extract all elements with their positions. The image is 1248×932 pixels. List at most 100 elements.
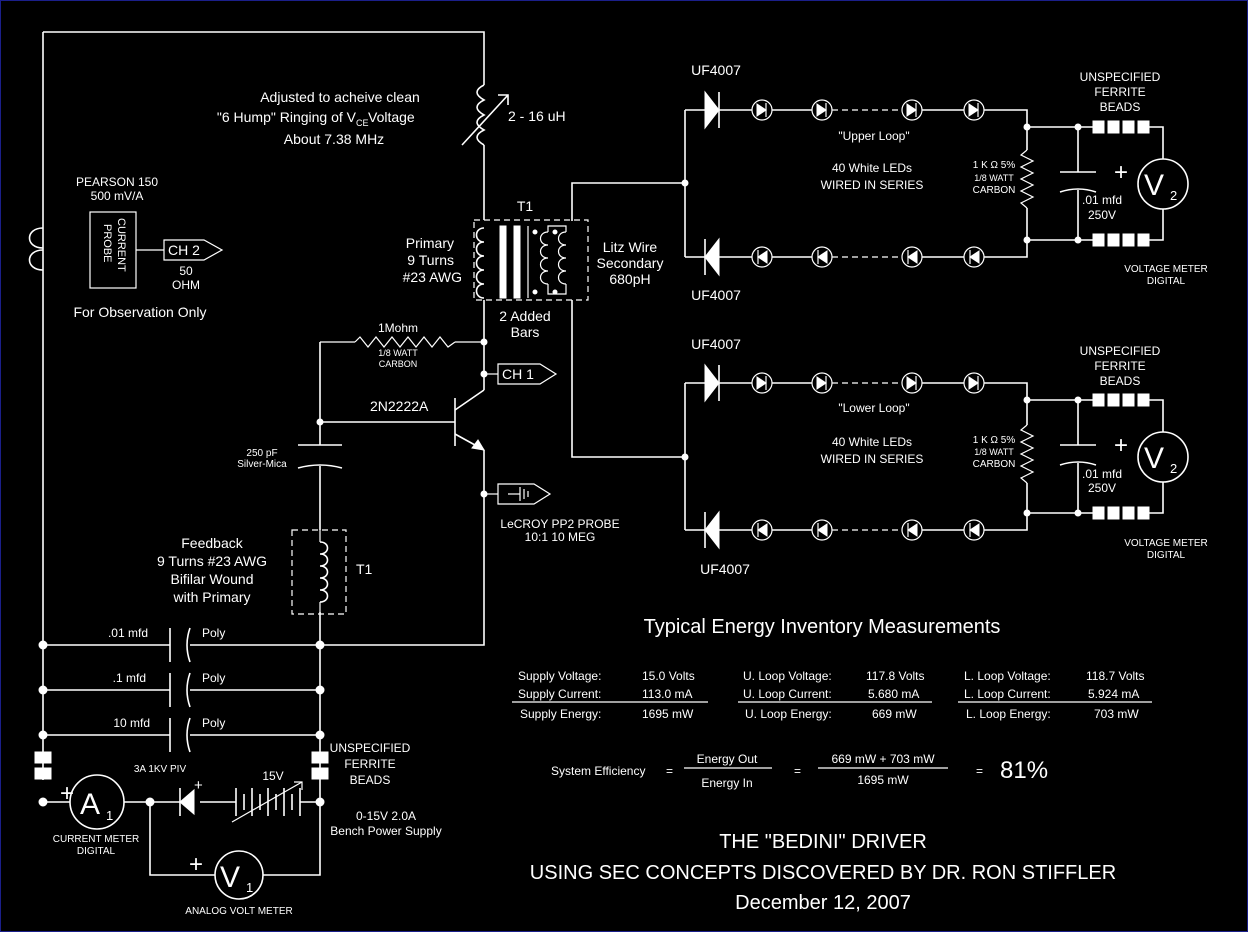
- lower-leds-label-2: WIRED IN SERIES: [821, 452, 924, 466]
- lower-loop-label: "Lower Loop": [838, 401, 909, 415]
- efficiency-eq-2: =: [794, 764, 801, 778]
- lower-loop: [704, 363, 1189, 550]
- ammeter-sub: 1: [106, 808, 113, 823]
- lower-ferrite-label-3: BEADS: [1100, 374, 1141, 388]
- cap-01-label: .01 mfd: [108, 626, 148, 640]
- lower-vm-label-2: DIGITAL: [1147, 550, 1186, 561]
- efficiency-label: System Efficiency: [551, 764, 645, 778]
- voltmeter-v1-sub: 1: [246, 880, 253, 895]
- lower-diode-top-label: UF4007: [691, 336, 741, 352]
- cap-1-type: Poly: [202, 671, 225, 685]
- inductance-label: 2 - 16 uH: [508, 108, 566, 124]
- cap-250-type: Silver-Mica: [237, 459, 287, 470]
- ferrite-label-3: BEADS: [350, 773, 391, 787]
- bypass-capacitors: [169, 627, 191, 753]
- junction-dots: [38, 179, 689, 807]
- cap-250-value: 250 pF: [246, 448, 277, 459]
- lower-res-type: CARBON: [973, 459, 1016, 470]
- efficiency-result: 81%: [1000, 757, 1048, 784]
- ammeter-a1: [69, 774, 125, 830]
- cap-1-label: .1 mfd: [113, 671, 146, 685]
- analog-meter-label: ANALOG VOLT METER: [185, 906, 292, 917]
- upper-current-name: U. Loop Current:: [743, 687, 832, 701]
- upper-measurements: U. Loop Voltage: 117.8 Volts U. Loop Cur…: [738, 669, 932, 721]
- feedback-label-4: with Primary: [172, 589, 250, 605]
- resistor-1mohm: [354, 336, 456, 348]
- upper-energy-name: U. Loop Energy:: [745, 707, 832, 721]
- supply-current-value: 113.0 mA: [642, 687, 692, 701]
- upper-meter-letter: V: [1144, 169, 1164, 202]
- adjust-note-line2a: "6 Hump" Ringing of V: [217, 109, 357, 125]
- lower-ferrite-label-2: FERRITE: [1094, 359, 1145, 373]
- litz-label-1: Litz Wire: [603, 239, 658, 255]
- bars-label-2: Bars: [511, 324, 540, 340]
- supply-measurements: Supply Voltage: 15.0 Volts Supply Curren…: [512, 669, 708, 721]
- litz-label-2: Secondary: [597, 255, 664, 271]
- ohm-label-2: OHM: [172, 278, 200, 292]
- efficiency-eq-3: =: [976, 764, 983, 778]
- ch1-label: CH 1: [502, 366, 534, 382]
- upper-voltage-value: 117.8 Volts: [866, 669, 925, 683]
- probe-label-1: CURRENT: [115, 218, 127, 272]
- upper-leds-label-1: 40 White LEDs: [832, 161, 912, 175]
- upper-cap-volt: 250V: [1088, 208, 1116, 222]
- current-probe: [28, 211, 224, 289]
- cap-01-type: Poly: [202, 626, 225, 640]
- diode-3a: [179, 788, 195, 816]
- observation-note: For Observation Only: [73, 304, 206, 320]
- current-meter-label-1: CURRENT METER: [53, 834, 139, 845]
- lower-vm-label-1: VOLTAGE METER: [1124, 538, 1208, 549]
- lecroy-label-2: 10:1 10 MEG: [525, 530, 596, 544]
- lecroy-label-1: LeCROY PP2 PROBE: [500, 517, 619, 531]
- lower-cap-volt: 250V: [1088, 481, 1116, 495]
- upper-meter-sub: 2: [1170, 188, 1177, 203]
- voltmeter-v1: [214, 850, 264, 900]
- upper-ferrite-label-3: BEADS: [1100, 100, 1141, 114]
- supply-rating: 0-15V 2.0A: [356, 809, 416, 823]
- ammeter-letter: A: [80, 788, 100, 821]
- ch1-probe-flag: [497, 363, 558, 385]
- upper-cap-value: .01 mfd: [1082, 193, 1122, 207]
- ferrite-label-2: FERRITE: [344, 757, 395, 771]
- upper-diode-bottom-label: UF4007: [691, 287, 741, 303]
- ohm-label-1: 50: [179, 264, 193, 278]
- cap-10-type: Poly: [202, 716, 225, 730]
- efficiency-numerator-2: 669 mW + 703 mW: [831, 752, 935, 766]
- upper-meter-plus: +: [1114, 159, 1128, 186]
- lower-meter-plus: +: [1114, 432, 1128, 459]
- upper-ferrite-label-1: UNSPECIFIED: [1080, 70, 1161, 84]
- ferrite-label-1: UNSPECIFIED: [330, 741, 411, 755]
- pearson-sens: 500 mV/A: [91, 189, 144, 203]
- diode-3a-label: 3A 1KV PIV: [134, 764, 187, 775]
- upper-leds-label-2: WIRED IN SERIES: [821, 178, 924, 192]
- supply-voltage-label: 15V: [262, 769, 283, 783]
- lower-energy-value: 703 mW: [1094, 707, 1139, 721]
- lower-current-name: L. Loop Current:: [964, 687, 1051, 701]
- footer-title: THE "BEDINI" DRIVER: [719, 831, 927, 853]
- capacitor-250pf: [297, 444, 343, 469]
- adjust-note-line2b: Voltage: [368, 109, 415, 125]
- lower-diode-bottom-label: UF4007: [700, 561, 750, 577]
- upper-loop: [704, 90, 1189, 277]
- upper-res-value: 1 K Ω 5%: [973, 160, 1016, 171]
- supply-name: Bench Power Supply: [330, 824, 441, 838]
- pearson-label: PEARSON 150: [76, 175, 158, 189]
- feedback-winding: [291, 529, 347, 615]
- variable-inductor: [461, 84, 509, 146]
- supply-energy-value: 1695 mW: [642, 707, 694, 721]
- lower-voltage-name: L. Loop Voltage:: [964, 669, 1051, 683]
- upper-res-watt: 1/8 WATT: [974, 173, 1014, 183]
- lower-current-value: 5.924 mA: [1088, 687, 1139, 701]
- primary-label-3: #23 AWG: [403, 269, 462, 285]
- res-1m-value: 1Mohm: [378, 321, 418, 335]
- t1-label: T1: [517, 198, 534, 214]
- adjust-note-sub: CE: [356, 118, 369, 128]
- measurements-title: Typical Energy Inventory Measurements: [644, 616, 1001, 638]
- probe-label-2: PROBE: [101, 224, 113, 263]
- lower-res-watt: 1/8 WATT: [974, 447, 1014, 457]
- efficiency-equation: System Efficiency = Energy Out Energy In…: [551, 752, 1048, 790]
- supply-current-name: Supply Current:: [518, 687, 601, 701]
- transistor-2n2222a: [454, 389, 485, 451]
- lower-ferrite-label-1: UNSPECIFIED: [1080, 344, 1161, 358]
- variable-supply: [231, 781, 303, 823]
